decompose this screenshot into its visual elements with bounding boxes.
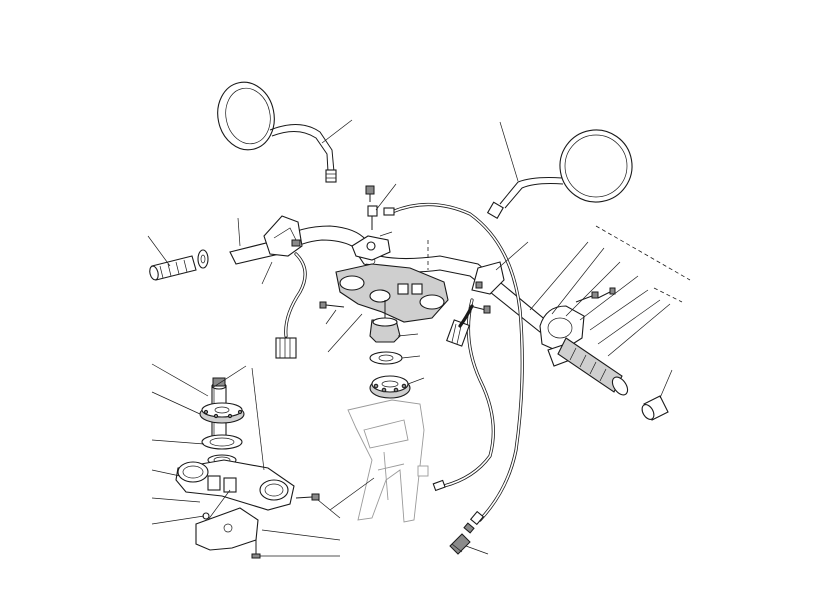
lower-pinch-bolt (295, 493, 320, 501)
leader-line (151, 469, 181, 477)
leader-line (401, 355, 421, 359)
bearing (369, 375, 411, 399)
leader-line (261, 261, 273, 285)
leader-line (495, 241, 529, 271)
seal-ring (201, 434, 243, 450)
lower-triple-clamp (175, 459, 295, 511)
leader-line (579, 275, 639, 321)
clamp-bolt (365, 185, 378, 230)
leader-line (321, 119, 353, 144)
leader-line (207, 489, 231, 521)
leader-line (659, 369, 673, 399)
leader-line (151, 391, 201, 415)
leader-line (597, 299, 661, 345)
right-mirror (486, 129, 633, 219)
leader-line (151, 497, 201, 503)
washer (369, 351, 403, 365)
leader-line (329, 477, 375, 511)
leader-line (529, 241, 589, 311)
leader-line (375, 183, 397, 211)
leader-line (565, 261, 621, 317)
cable-end (383, 207, 485, 534)
leader-line (499, 121, 519, 182)
leader-line (589, 289, 649, 331)
leader-line (607, 303, 671, 357)
leader-line (325, 309, 337, 325)
leader-line (317, 499, 341, 519)
leader-line (147, 235, 171, 267)
screw (469, 305, 491, 314)
pinch-bolt (319, 301, 345, 309)
leader-line (327, 313, 363, 353)
assembly-guide (653, 287, 683, 303)
right-grip (557, 337, 629, 396)
right-connector (446, 319, 470, 347)
leader-line (151, 363, 209, 397)
leader-line (211, 365, 247, 389)
frame-section (347, 399, 429, 523)
throttle-housing (539, 305, 585, 367)
left-mirror (217, 81, 337, 183)
left-connector (275, 337, 297, 359)
upper-bearing (199, 402, 245, 424)
left-grip (149, 249, 209, 281)
leader-line (379, 231, 393, 237)
upper-triple-clamp (335, 240, 449, 323)
leader-line (407, 377, 425, 385)
leader-line (251, 367, 265, 471)
cable-adjuster (449, 533, 471, 555)
leader-line (151, 439, 205, 445)
handlebar-clamp (351, 235, 391, 261)
leader-line (237, 217, 241, 247)
bar-end-weight (641, 395, 669, 421)
leader-line (151, 515, 205, 525)
leader-line (465, 545, 489, 555)
leader-line (397, 333, 419, 337)
leader-line (551, 247, 605, 315)
mounting-plate (195, 507, 259, 551)
leader-line (261, 529, 341, 541)
screw (575, 287, 616, 303)
steering-nut (369, 300, 401, 343)
left-switch-housing (263, 215, 303, 257)
plate-screw (251, 540, 261, 559)
